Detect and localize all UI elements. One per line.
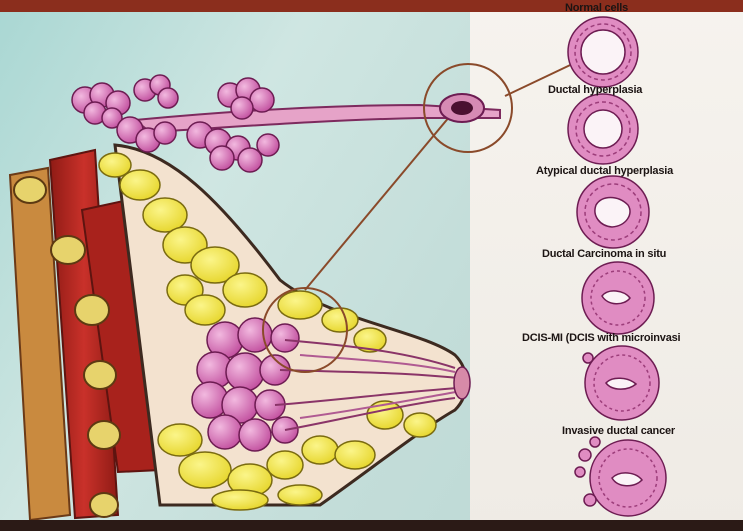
duct-cross-section-icon	[440, 94, 484, 122]
nipple	[454, 367, 470, 399]
stage-label-ductal-hyperplasia: Ductal hyperplasia	[548, 84, 642, 96]
top-edge	[0, 0, 743, 12]
leader-line	[305, 110, 455, 290]
stage-label-invasive: Invasive ductal cancer	[562, 425, 675, 437]
cell-ring-icon	[568, 94, 638, 164]
cell-ring-icon	[583, 346, 659, 420]
cell-ring-icon	[575, 437, 666, 516]
cell-ring-icon	[577, 176, 649, 248]
stage-label-atypical: Atypical ductal hyperplasia	[536, 165, 673, 177]
stage-label-dcis: Ductal Carcinoma in situ	[542, 248, 666, 260]
bottom-edge	[0, 520, 743, 531]
cell-ring-icon	[582, 262, 654, 334]
stage-label-normal: Normal cells	[565, 2, 628, 14]
cell-ring-icon	[568, 17, 638, 87]
stage-label-dcis-mi: DCIS-MI (DCIS with microinvasi	[522, 332, 680, 344]
